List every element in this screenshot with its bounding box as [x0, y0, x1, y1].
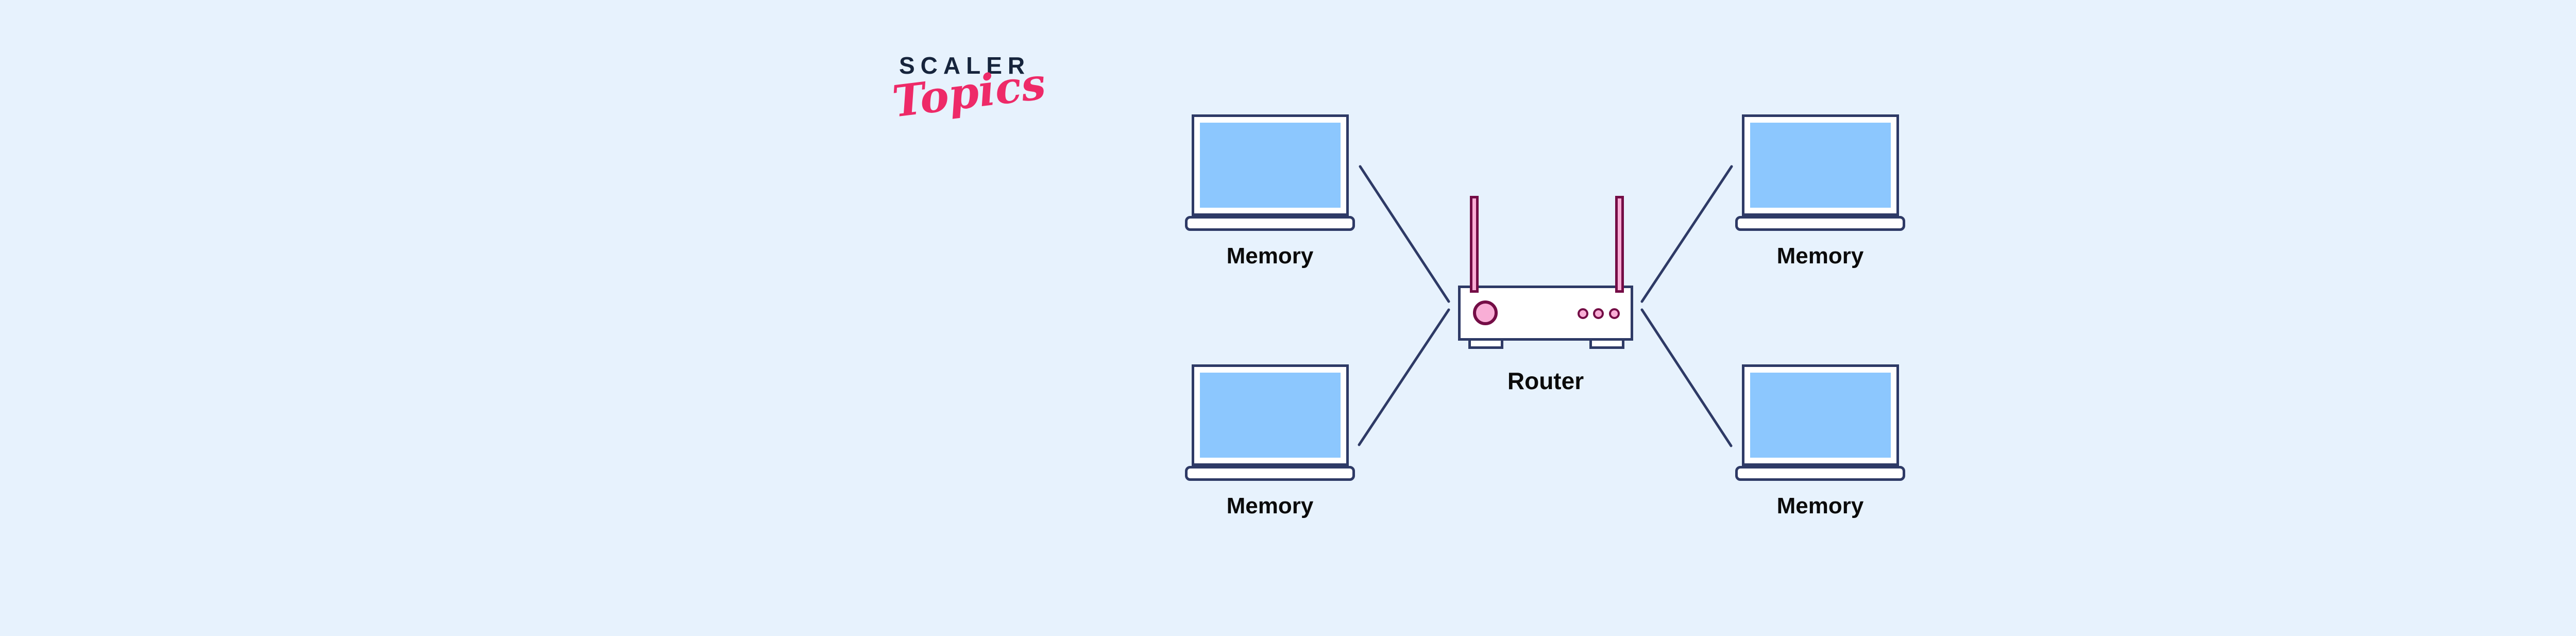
memory-label-top-left: Memory	[1226, 243, 1314, 269]
memory-label-top-right: Memory	[1776, 243, 1864, 269]
laptop-base	[1185, 466, 1355, 481]
router-antenna-left	[1470, 196, 1479, 293]
laptop-icon-top-left	[1185, 114, 1355, 231]
laptop-base	[1735, 466, 1905, 481]
connection-line-top-right	[1640, 165, 1733, 303]
laptop-display	[1750, 123, 1891, 208]
laptop-screen	[1742, 364, 1899, 466]
laptop-icon-top-right	[1735, 114, 1905, 231]
connection-line-bottom-right	[1640, 308, 1733, 447]
laptop-screen	[1192, 364, 1349, 466]
router-foot-left	[1468, 338, 1503, 349]
laptop-icon-bottom-left	[1185, 364, 1355, 481]
laptop-display	[1200, 123, 1341, 208]
logo-primary-text: SCALER	[899, 52, 1031, 79]
router-icon	[1458, 196, 1633, 350]
laptop-screen	[1192, 114, 1349, 216]
router-body	[1458, 286, 1633, 341]
connection-line-bottom-left	[1358, 308, 1450, 446]
laptop-base	[1185, 216, 1355, 231]
laptop-base	[1735, 216, 1905, 231]
router-power-button	[1473, 300, 1498, 325]
laptop-display	[1200, 373, 1341, 458]
router-led-icon	[1578, 308, 1588, 319]
laptop-screen	[1742, 114, 1899, 216]
router-label: Router	[1507, 367, 1584, 394]
laptop-icon-bottom-right	[1735, 364, 1905, 481]
laptop-display	[1750, 373, 1891, 458]
router-foot-right	[1589, 338, 1624, 349]
router-led-icon	[1609, 308, 1620, 319]
scaler-topics-logo: SCALER Topics	[890, 52, 1048, 127]
memory-label-bottom-right: Memory	[1776, 493, 1864, 518]
router-antenna-right	[1615, 196, 1624, 293]
connection-line-top-left	[1359, 165, 1450, 303]
router-led-icon	[1593, 308, 1604, 319]
memory-label-bottom-left: Memory	[1226, 493, 1314, 518]
